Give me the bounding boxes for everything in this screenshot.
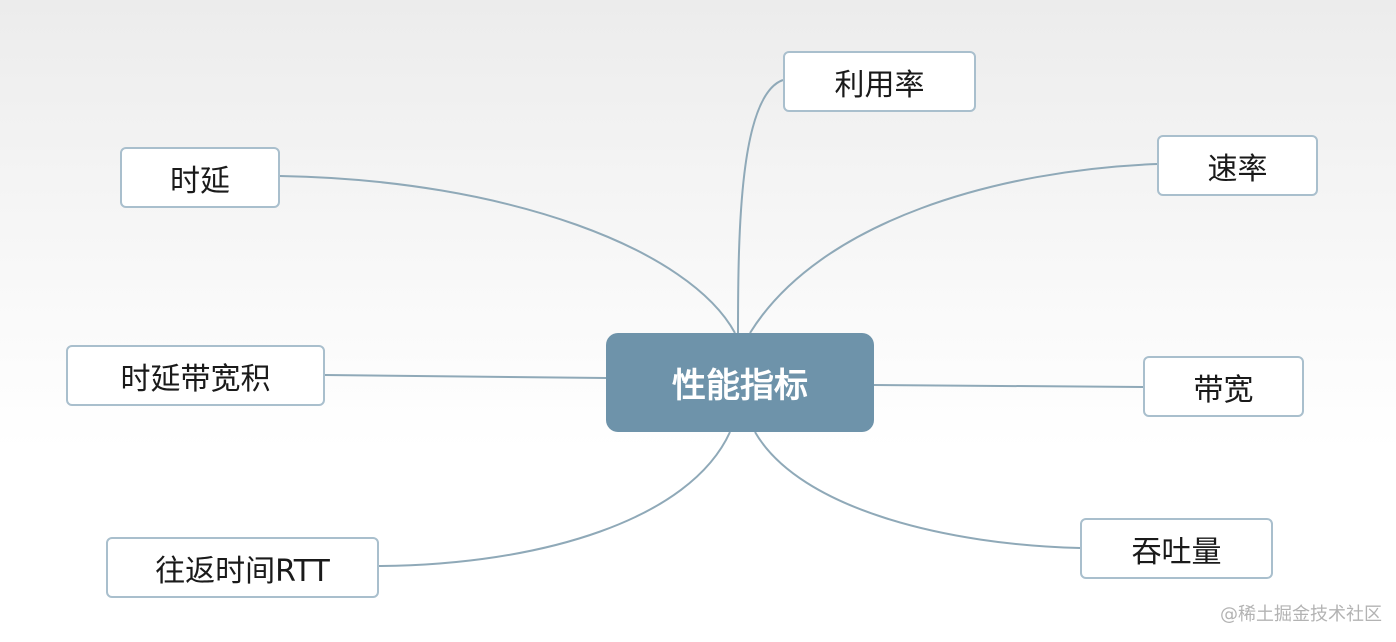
connector-round-trip-time [378, 431, 731, 567]
connector-bandwidth [873, 384, 1144, 388]
node-delay: 时延 [120, 147, 280, 208]
node-bandwidth: 带宽 [1143, 356, 1304, 417]
connector-rate [749, 163, 1158, 334]
node-throughput: 吞吐量 [1080, 518, 1273, 579]
connector-utilization [737, 79, 784, 334]
node-bandwidth-delay-product: 时延带宽积 [66, 345, 325, 406]
node-round-trip-time: 往返时间RTT [106, 537, 379, 598]
node-rate: 速率 [1157, 135, 1318, 196]
center-node-performance-metrics: 性能指标 [606, 333, 874, 432]
connector-throughput [754, 431, 1081, 549]
connector-bandwidth-delay-product [324, 374, 607, 379]
connector-delay [279, 175, 736, 334]
node-utilization: 利用率 [783, 51, 976, 112]
watermark: @稀土掘金技术社区 [1220, 604, 1382, 625]
